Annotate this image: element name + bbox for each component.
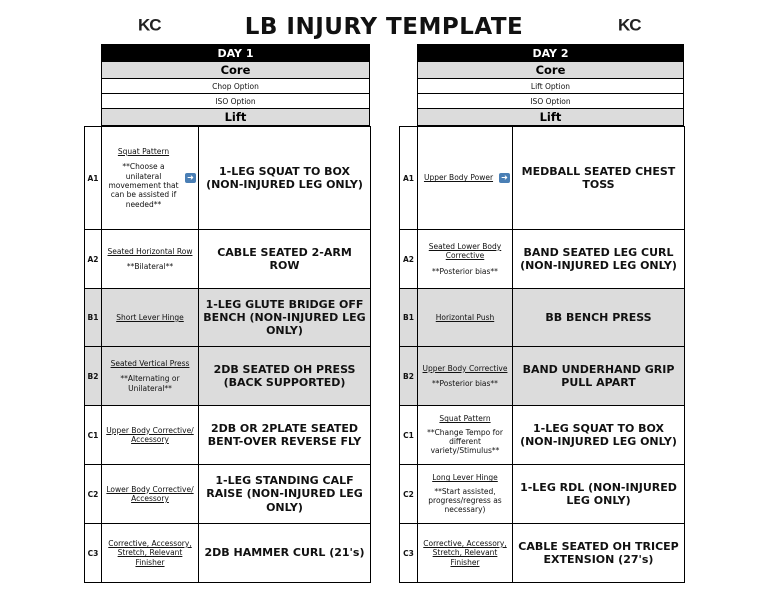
row-desc-label: Upper Body Power: [423, 173, 494, 183]
table-row: C1 Squat Pattern **Change Tempo for diff…: [399, 405, 685, 465]
logo-right: KC: [618, 15, 642, 36]
logo-left-text: KC: [138, 15, 162, 35]
logo-right-text: KC: [618, 15, 642, 35]
row-note: **Start assisted, progress/regress as ne…: [428, 486, 502, 515]
row-desc-label: Long Lever Hinge: [432, 473, 498, 483]
day1-lift-header: Lift: [101, 109, 370, 126]
row-desc-label: Upper Body Corrective: [422, 363, 508, 373]
row-note: **Posterior bias**: [432, 379, 498, 388]
arrow-right-icon: ➜: [499, 173, 510, 183]
day2-header: DAY 2: [417, 44, 684, 62]
row-code: A1: [84, 126, 102, 230]
row-desc-label: Short Lever Hinge: [116, 312, 184, 322]
logo-left: KC: [138, 15, 162, 36]
table-row: B2 Upper Body Corrective **Posterior bia…: [399, 346, 685, 406]
table-row: C3 Corrective, Accessory, Stretch, Relev…: [84, 523, 371, 583]
row-description: Squat Pattern **Choose a unilateral move…: [101, 126, 199, 230]
table-row: C2 Long Lever Hinge **Start assisted, pr…: [399, 464, 685, 524]
row-desc-label: Seated Lower Body Corrective: [428, 241, 502, 261]
row-exercise: BAND SEATED LEG CURL (NON-INJURED LEG ON…: [512, 229, 685, 289]
day1-panel: DAY 1 Core Chop Option ISO Option Lift A…: [84, 44, 371, 583]
table-row: B1 Short Lever Hinge 1-LEG GLUTE BRIDGE …: [84, 288, 371, 347]
row-desc-label: Seated Vertical Press: [110, 358, 190, 368]
row-code: C1: [399, 405, 418, 465]
row-code: A2: [399, 229, 418, 289]
row-description: Long Lever Hinge **Start assisted, progr…: [417, 464, 513, 524]
day2-panel: DAY 2 Core Lift Option ISO Option Lift A…: [399, 44, 685, 583]
row-desc-label: Squat Pattern: [439, 414, 491, 424]
row-exercise: CABLE SEATED 2-ARM ROW: [198, 229, 371, 289]
row-code: B2: [84, 346, 102, 406]
table-row: C2 Lower Body Corrective/ Accessory 1-LE…: [84, 464, 371, 524]
row-desc-label: Corrective, Accessory, Stretch, Relevant…: [108, 538, 192, 567]
table-row: A2 Seated Horizontal Row **Bilateral** C…: [84, 229, 371, 289]
row-exercise: 2DB HAMMER CURL (21's): [198, 523, 371, 583]
row-note: **Bilateral**: [126, 262, 174, 271]
row-exercise: 2DB OR 2PLATE SEATED BENT-OVER REVERSE F…: [198, 405, 371, 465]
day1-header: DAY 1: [101, 44, 370, 62]
row-code: B1: [399, 288, 418, 347]
row-description: Upper Body Corrective/ Accessory: [101, 405, 199, 465]
day1-core-header: Core: [101, 62, 370, 79]
row-code: C1: [84, 405, 102, 465]
row-description: Upper Body Corrective **Posterior bias**: [417, 346, 513, 406]
row-exercise: 1-LEG SQUAT TO BOX (NON-INJURED LEG ONLY…: [512, 405, 685, 465]
row-code: A1: [399, 126, 418, 230]
row-desc-label: Horizontal Push: [435, 312, 495, 322]
arrow-right-icon: ➜: [185, 173, 196, 183]
row-note: **Alternating or Unilateral**: [120, 374, 180, 393]
row-exercise: 1-LEG STANDING CALF RAISE (NON-INJURED L…: [198, 464, 371, 524]
table-row: B1 Horizontal Push BB BENCH PRESS: [399, 288, 685, 347]
row-description: Upper Body Power ➜: [417, 126, 513, 230]
row-desc-label: Seated Horizontal Row: [107, 246, 193, 256]
row-description: Seated Horizontal Row **Bilateral**: [101, 229, 199, 289]
row-code: A2: [84, 229, 102, 289]
row-description: Horizontal Push: [417, 288, 513, 347]
row-note: **Posterior bias**: [432, 266, 498, 276]
row-description: Seated Lower Body Corrective **Posterior…: [417, 229, 513, 289]
row-code: C3: [84, 523, 102, 583]
row-note: **Choose a unilateral movemement that ca…: [108, 162, 179, 209]
day1-table: A1 Squat Pattern **Choose a unilateral m…: [84, 126, 371, 583]
row-desc-label: Upper Body Corrective/ Accessory: [106, 425, 194, 444]
table-row: C1 Upper Body Corrective/ Accessory 2DB …: [84, 405, 371, 465]
table-row: A1 Upper Body Power ➜ MEDBALL SEATED CHE…: [399, 126, 685, 230]
day1-option-1: Chop Option: [101, 79, 370, 94]
table-row: C3 Corrective, Accessory, Stretch, Relev…: [399, 523, 685, 583]
day2-lift-header: Lift: [417, 109, 684, 126]
row-exercise: BB BENCH PRESS: [512, 288, 685, 347]
row-exercise: 1-LEG RDL (NON-INJURED LEG ONLY): [512, 464, 685, 524]
day2-option-2: ISO Option: [417, 94, 684, 109]
row-description: Squat Pattern **Change Tempo for differe…: [417, 405, 513, 465]
table-row: A1 Squat Pattern **Choose a unilateral m…: [84, 126, 371, 230]
row-exercise: 2DB SEATED OH PRESS (BACK SUPPORTED): [198, 346, 371, 406]
row-description: Lower Body Corrective/ Accessory: [101, 464, 199, 524]
row-description: Corrective, Accessory, Stretch, Relevant…: [417, 523, 513, 583]
row-desc-label: Lower Body Corrective/ Accessory: [106, 484, 194, 503]
row-description: Corrective, Accessory, Stretch, Relevant…: [101, 523, 199, 583]
row-code: C3: [399, 523, 418, 583]
row-note: **Change Tempo for different variety/Sti…: [427, 427, 503, 456]
day2-core-header: Core: [417, 62, 684, 79]
row-description: Seated Vertical Press **Alternating or U…: [101, 346, 199, 406]
row-exercise: MEDBALL SEATED CHEST TOSS: [512, 126, 685, 230]
day2-option-1: Lift Option: [417, 79, 684, 94]
day1-option-2: ISO Option: [101, 94, 370, 109]
row-exercise: CABLE SEATED OH TRICEP EXTENSION (27's): [512, 523, 685, 583]
row-description: Short Lever Hinge: [101, 288, 199, 347]
day2-table: A1 Upper Body Power ➜ MEDBALL SEATED CHE…: [399, 126, 685, 583]
row-exercise: 1-LEG GLUTE BRIDGE OFF BENCH (NON-INJURE…: [198, 288, 371, 347]
table-row: B2 Seated Vertical Press **Alternating o…: [84, 346, 371, 406]
table-row: A2 Seated Lower Body Corrective **Poster…: [399, 229, 685, 289]
page-title: LB INJURY TEMPLATE: [244, 14, 524, 40]
row-desc-label: Corrective, Accessory, Stretch, Relevant…: [423, 538, 507, 567]
row-exercise: 1-LEG SQUAT TO BOX (NON-INJURED LEG ONLY…: [198, 126, 371, 230]
row-code: C2: [399, 464, 418, 524]
row-code: C2: [84, 464, 102, 524]
row-code: B1: [84, 288, 102, 347]
row-code: B2: [399, 346, 418, 406]
row-desc-label: Squat Pattern: [117, 146, 170, 156]
row-exercise: BAND UNDERHAND GRIP PULL APART: [512, 346, 685, 406]
